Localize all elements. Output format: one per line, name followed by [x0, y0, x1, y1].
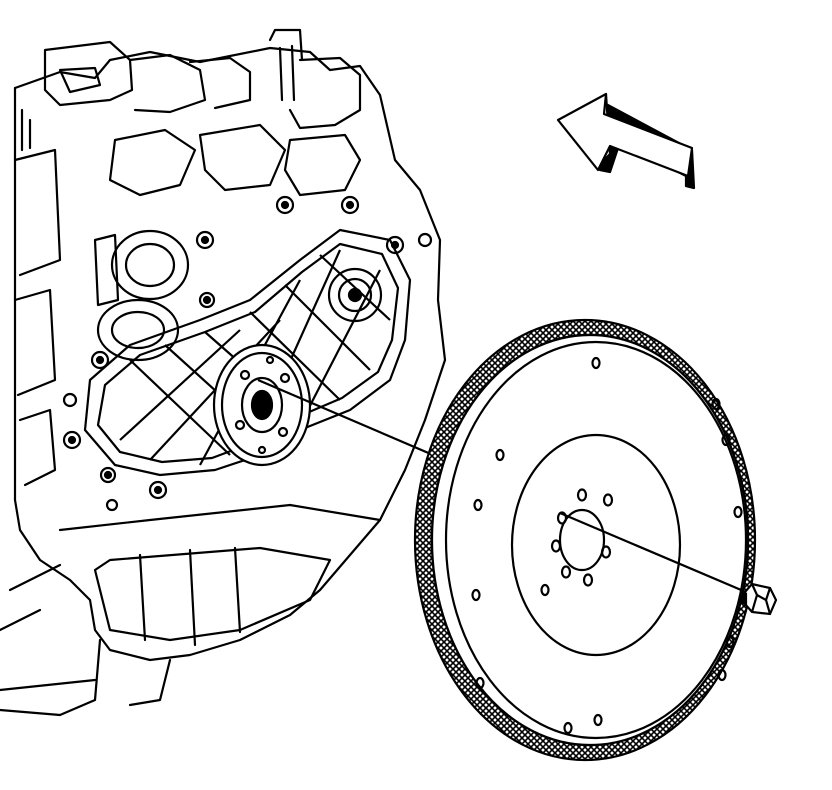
- direction-arrow: [556, 92, 696, 190]
- flywheel: [413, 318, 757, 762]
- flywheel-bolt: [738, 582, 778, 616]
- alignment-line-front: [559, 511, 761, 600]
- crankshaft-flange: [212, 343, 312, 467]
- flywheel-outer-holes: [471, 356, 743, 735]
- flywheel-bolt-holes: [540, 488, 614, 597]
- engine-block: [0, 28, 447, 717]
